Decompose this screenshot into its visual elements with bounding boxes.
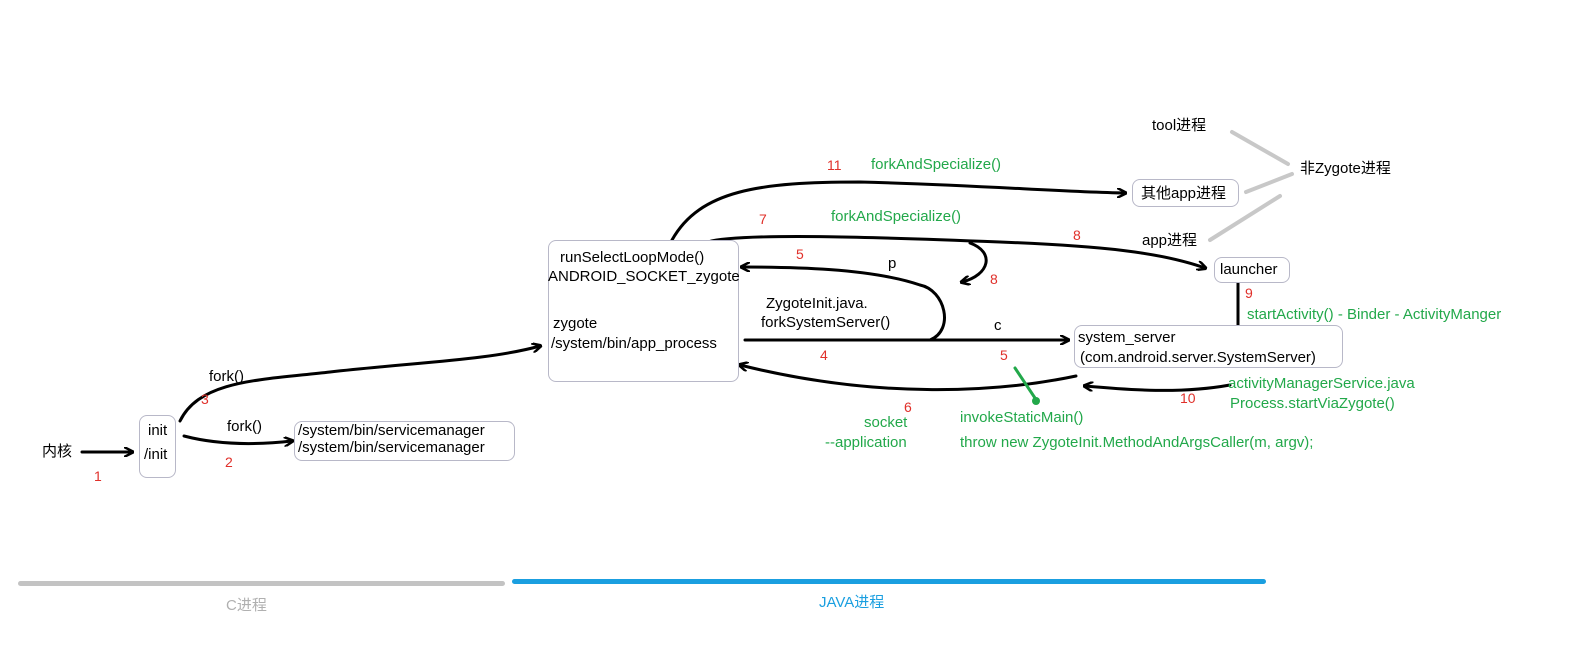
kernel-label: 内核 — [42, 443, 73, 460]
step-8-launcher: 8 — [1073, 227, 1081, 243]
connector-app — [1208, 194, 1282, 242]
tool-process-label: tool进程 — [1152, 117, 1207, 134]
launcher-box — [1214, 257, 1290, 283]
servicemanager-label-2: /system/bin/servicemanager — [298, 439, 485, 456]
java-process-caption: JAVA进程 — [819, 594, 885, 611]
step-4: 4 — [820, 347, 828, 363]
init-path-label: /init — [144, 446, 168, 463]
invoke-static-main-label: invokeStaticMain() — [960, 409, 1084, 426]
step-10: 10 — [1180, 390, 1196, 406]
fork-and-specialize-label-11: forkAndSpecialize() — [871, 156, 1002, 173]
other-apps-box — [1132, 179, 1239, 207]
zygote-box — [548, 240, 739, 382]
java-process-bar — [512, 579, 1266, 584]
application-label: --application — [825, 434, 907, 451]
step-6: 6 — [904, 399, 912, 415]
invoke-highlight-arrow — [1013, 366, 1040, 405]
init-box — [139, 415, 176, 478]
init-label: init — [148, 422, 168, 439]
system-server-class-label: (com.android.server.SystemServer) — [1080, 349, 1316, 366]
arrow-zygote-to-other-apps — [670, 180, 1125, 242]
step-1: 1 — [94, 468, 102, 484]
step-8-loop: 8 — [990, 271, 998, 287]
step-11: 11 — [827, 157, 842, 173]
fork-and-specialize-label-7: forkAndSpecialize() — [831, 208, 962, 225]
fork-system-server-label: forkSystemServer() — [761, 314, 891, 331]
zygote-label: zygote — [553, 315, 598, 332]
step-7: 7 — [759, 211, 767, 227]
p-label: p — [888, 255, 897, 272]
connector-tool — [1230, 130, 1290, 166]
arrow-fork-specialize-loop — [962, 241, 988, 282]
arrow-init-to-zygote — [178, 346, 540, 423]
arrow-ams-to-system-server — [1085, 385, 1232, 392]
socket-label: socket — [864, 414, 908, 431]
arrow-fork-loop — [742, 267, 946, 342]
step-9: 9 — [1245, 285, 1253, 301]
c-process-bar — [18, 581, 505, 586]
step-3: 3 — [201, 391, 209, 407]
other-apps-label: 其他app进程 — [1141, 185, 1227, 202]
fork-label-2: fork() — [227, 418, 262, 435]
start-via-zygote-label: Process.startViaZygote() — [1230, 395, 1395, 412]
arrow-socket-to-zygote — [740, 365, 1078, 392]
start-activity-label: startActivity() - Binder - ActivityMange… — [1247, 306, 1502, 323]
android-socket-zygote-label: ANDROID_SOCKET_zygote — [548, 268, 740, 285]
step-2: 2 — [225, 454, 233, 470]
system-server-label: system_server — [1078, 329, 1176, 346]
servicemanager-box — [294, 421, 515, 461]
arrow-init-to-servicemanager — [182, 434, 292, 444]
step-5-invoke: 5 — [1000, 347, 1008, 363]
servicemanager-label-1: /system/bin/servicemanager — [298, 422, 485, 439]
run-select-loop-label: runSelectLoopMode() — [560, 249, 705, 266]
c-label: c — [994, 317, 1002, 334]
c-process-caption: C进程 — [226, 597, 267, 614]
step-5-loop: 5 — [796, 246, 804, 262]
connector-other-apps — [1244, 172, 1294, 194]
app-process-type-label: app进程 — [1142, 232, 1198, 249]
arrow-zygote-to-launcher — [706, 235, 1205, 268]
throw-caller-label: throw new ZygoteInit.MethodAndArgsCaller… — [960, 434, 1314, 451]
non-zygote-label: 非Zygote进程 — [1300, 160, 1391, 177]
ams-label: activityManagerService.java — [1228, 375, 1415, 392]
launcher-label: launcher — [1220, 261, 1278, 278]
zygoteinit-label: ZygoteInit.java. — [766, 295, 868, 312]
fork-label-3: fork() — [209, 368, 244, 385]
app-process-label: /system/bin/app_process — [551, 335, 717, 352]
system-server-box — [1074, 325, 1343, 368]
